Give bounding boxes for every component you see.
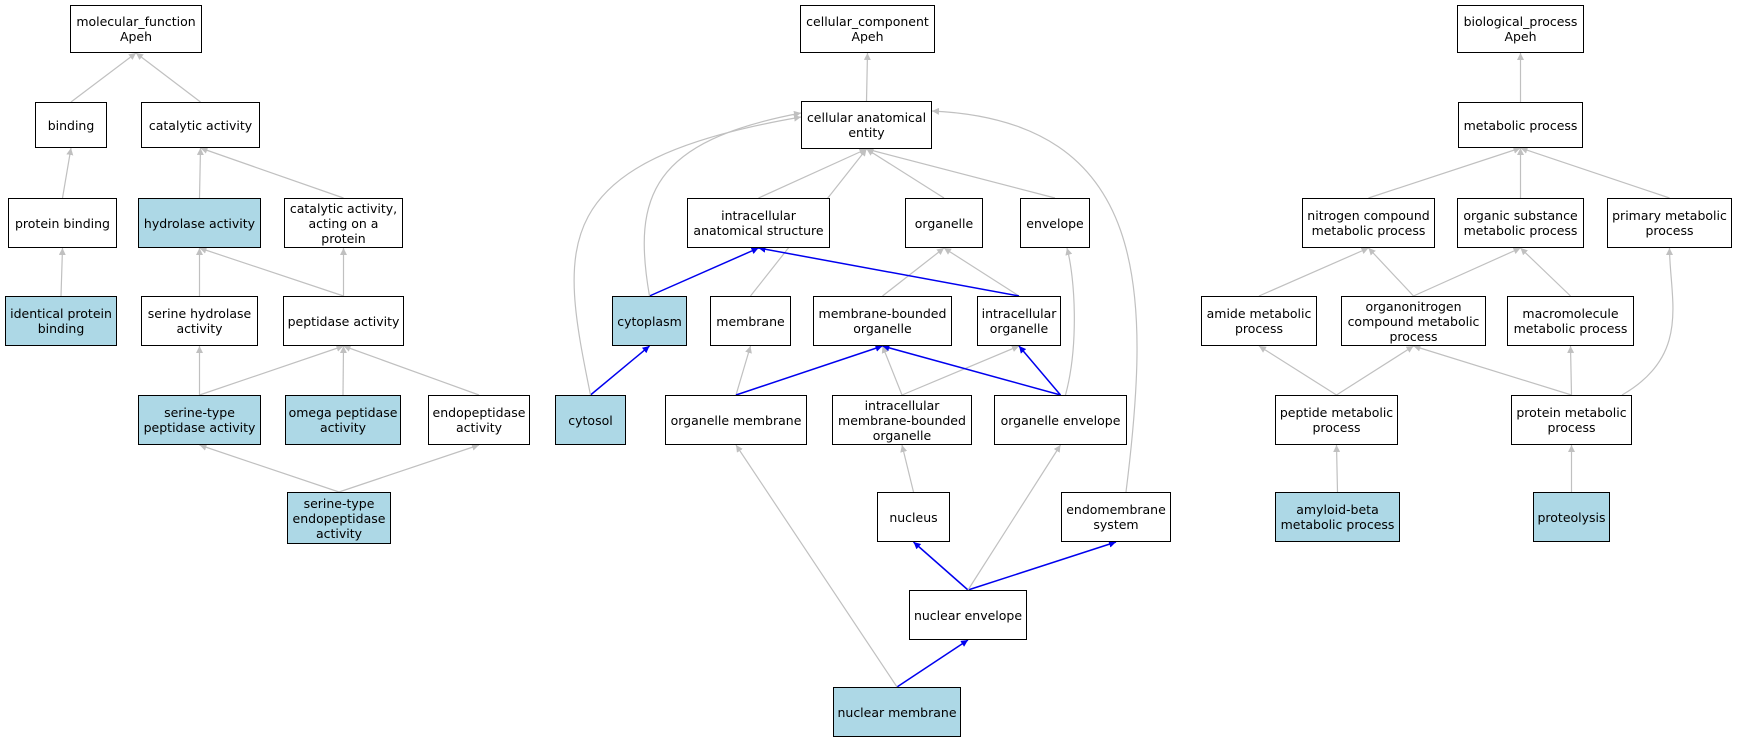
edge-catalytic-to-molecular-function	[135, 52, 201, 103]
edge-io-to-ias	[758, 245, 1020, 297]
edge-io-to-organelle	[943, 247, 1020, 297]
edge-ne-to-nucleus	[913, 541, 969, 591]
edge-cae-to-cellular-component	[863, 52, 871, 102]
edge-amyloid-to-peptide	[1333, 444, 1341, 493]
edge-protein-to-macmp	[1567, 345, 1575, 396]
edge-amide-to-ncmp	[1258, 247, 1369, 297]
node-hydrolase-activity[interactable]: hydrolase activity	[138, 198, 261, 248]
node-catalytic-activity-acting-on-protein[interactable]: catalytic activity, acting on a protein	[284, 198, 403, 248]
node-binding[interactable]: binding	[35, 102, 107, 148]
edge-cytosol-to-cytoplasm	[590, 345, 650, 396]
node-endopeptidase-activity[interactable]: endopeptidase activity	[428, 395, 530, 445]
node-amyloid-beta-metabolic-process[interactable]: amyloid-beta metabolic process	[1275, 492, 1400, 542]
node-cytoplasm[interactable]: cytoplasm	[612, 296, 687, 346]
edge-endopeptidase-to-peptidase	[343, 345, 480, 396]
node-biological-process[interactable]: biological_process Apeh	[1457, 5, 1584, 53]
edge-cytoplasm-to-ias	[649, 247, 759, 297]
edge-ne-to-ems	[967, 540, 1117, 591]
node-molecular-function[interactable]: molecular_function Apeh	[70, 5, 202, 53]
edge-oncmp-to-ncmp	[1368, 247, 1414, 297]
node-membrane[interactable]: membrane	[710, 296, 791, 346]
edge-macmp-to-osmp	[1520, 247, 1571, 297]
edge-cytosol-to-cae	[573, 114, 802, 396]
node-protein-metabolic-process[interactable]: protein metabolic process	[1511, 395, 1632, 445]
node-intracellular-membrane-bounded-organelle[interactable]: intracellular membrane-bounded organelle	[832, 395, 972, 445]
edge-identical-to-protein-binding	[58, 247, 66, 297]
edge-oe-to-io	[1018, 345, 1062, 396]
node-intracellular-anatomical-structure[interactable]: intracellular anatomical structure	[687, 198, 830, 248]
edge-imbo-to-mbo	[881, 345, 903, 396]
edge-om-to-membrane	[735, 345, 752, 396]
node-cellular-anatomical-entity[interactable]: cellular anatomical entity	[801, 101, 932, 149]
edge-nm-to-om	[735, 444, 898, 688]
edge-envelope-to-cae	[866, 147, 1056, 199]
node-serine-hydrolase-activity[interactable]: serine hydrolase activity	[141, 296, 258, 346]
edge-nm-to-ne	[896, 639, 969, 688]
edge-hydrolase-to-catalytic	[196, 147, 204, 199]
node-proteolysis[interactable]: proteolysis	[1533, 492, 1610, 542]
edge-omega-to-peptidase	[339, 345, 347, 396]
edge-nucleus-to-imbo	[900, 444, 915, 493]
node-serine-type-endopeptidase-activity[interactable]: serine-type endopeptidase activity	[287, 492, 391, 544]
node-primary-metabolic-process[interactable]: primary metabolic process	[1607, 198, 1732, 248]
node-identical-protein-binding[interactable]: identical protein binding	[5, 296, 117, 346]
node-organelle-membrane[interactable]: organelle membrane	[665, 395, 807, 445]
node-macromolecule-metabolic-process[interactable]: macromolecule metabolic process	[1507, 296, 1634, 346]
edge-cytoplasm-to-cae	[643, 110, 802, 297]
edge-peptidase-to-hydrolase	[199, 246, 344, 297]
node-envelope[interactable]: envelope	[1020, 198, 1090, 248]
edge-protein-to-primary	[1621, 247, 1674, 396]
edge-binding-to-molecular-function	[70, 52, 137, 103]
edge-serine-peptidase-to-peptidase	[199, 344, 344, 396]
edge-organelle-to-cae	[866, 148, 945, 199]
edge-peptide-to-oncmp	[1336, 345, 1414, 396]
edge-oe-to-mbo	[882, 344, 1061, 396]
edge-protein-to-oncmp	[1413, 344, 1572, 396]
edge-oncmp-to-osmp	[1413, 247, 1521, 297]
edge-layer	[58, 52, 1674, 688]
node-endomembrane-system[interactable]: endomembrane system	[1061, 492, 1171, 542]
node-peptidase-activity[interactable]: peptidase activity	[283, 296, 404, 346]
edge-om-to-mbo	[735, 344, 883, 396]
node-organonitrogen-compound-metabolic-process[interactable]: organonitrogen compound metabolic proces…	[1341, 296, 1486, 346]
node-serine-type-peptidase-activity[interactable]: serine-type peptidase activity	[138, 395, 261, 445]
edge-ias-to-cae	[758, 148, 867, 199]
edge-oe-to-envelope	[1064, 247, 1075, 396]
edge-ne-to-oe	[967, 444, 1062, 591]
edge-protein-binding-to-binding	[61, 147, 74, 199]
node-nuclear-membrane[interactable]: nuclear membrane	[833, 687, 961, 737]
node-nuclear-envelope[interactable]: nuclear envelope	[909, 590, 1027, 640]
edge-imbo-to-io	[901, 345, 1020, 396]
node-organelle[interactable]: organelle	[905, 198, 983, 248]
node-organelle-envelope[interactable]: organelle envelope	[994, 395, 1127, 445]
node-organic-substance-metabolic-process[interactable]: organic substance metabolic process	[1457, 198, 1584, 248]
node-protein-binding[interactable]: protein binding	[8, 198, 117, 248]
node-cytosol[interactable]: cytosol	[555, 395, 626, 445]
edge-peptide-to-amide	[1258, 345, 1337, 396]
node-omega-peptidase-activity[interactable]: omega peptidase activity	[285, 395, 401, 445]
node-nitrogen-compound-metabolic-process[interactable]: nitrogen compound metabolic process	[1302, 198, 1435, 248]
node-catalytic-activity[interactable]: catalytic activity	[141, 102, 260, 148]
node-metabolic-process[interactable]: metabolic process	[1458, 102, 1583, 148]
node-membrane-bounded-organelle[interactable]: membrane-bounded organelle	[813, 296, 952, 346]
node-amide-metabolic-process[interactable]: amide metabolic process	[1201, 296, 1317, 346]
node-nucleus[interactable]: nucleus	[877, 492, 950, 542]
node-intracellular-organelle[interactable]: intracellular organelle	[977, 296, 1061, 346]
edge-serine-endo-to-endopeptidase	[338, 443, 480, 493]
node-cellular-component[interactable]: cellular_component Apeh	[800, 5, 935, 53]
edge-catalytic-protein-to-catalytic	[200, 147, 344, 199]
edge-pmp-to-metabolic	[1520, 146, 1670, 199]
edge-ems-to-cae	[931, 107, 1138, 493]
edge-serine-endo-to-serine-peptidase	[199, 443, 340, 493]
edge-mbo-to-organelle	[882, 247, 945, 297]
edge-ncmp-to-metabolic	[1368, 146, 1521, 199]
node-peptide-metabolic-process[interactable]: peptide metabolic process	[1275, 395, 1398, 445]
